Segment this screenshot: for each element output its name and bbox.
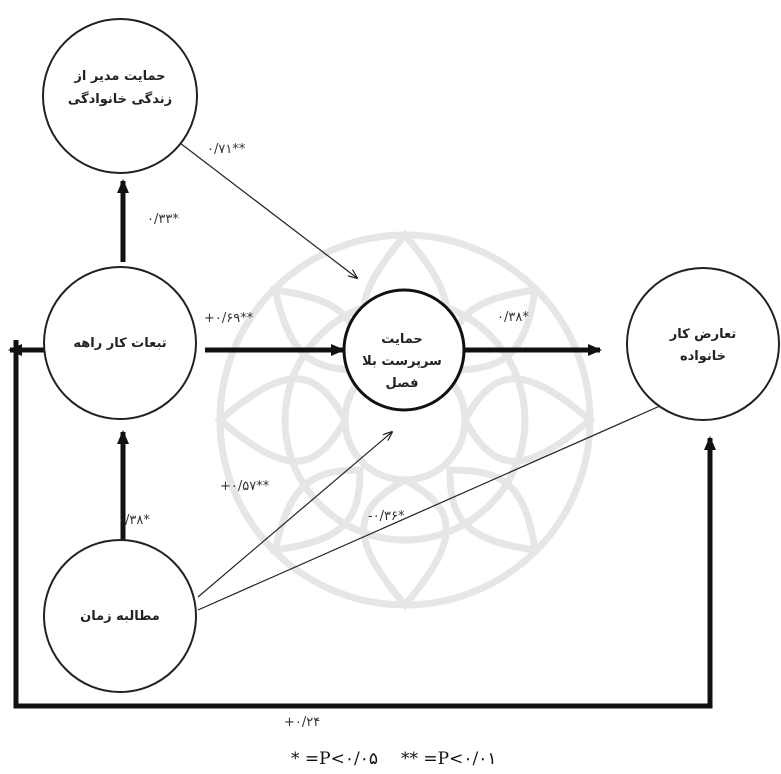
coef-supervisor-to-conflict: ۰/۳۸* — [497, 310, 529, 325]
coef-job-to-supervisor: +۰/۶۹** — [204, 311, 254, 326]
significance-legend: * =P<۰/۰۵ ** =P<۰/۰۱ — [291, 749, 496, 769]
legend-double-star: ** =P<۰/۰۱ — [401, 749, 496, 769]
coefficient-labels: ۰/۷۱** ۰/۳۳* +۰/۶۹** ۰/۳۸* ۰/۳۸* +۰/۵۷**… — [118, 142, 529, 730]
coef-job-to-manager: ۰/۳۳* — [147, 212, 179, 227]
node-time-demand: مطالبه زمان — [43, 539, 197, 693]
coef-bottom-path: +۰/۲۴ — [284, 715, 320, 730]
node-manager-support: حمایت مدیر از زندگی خانوادگی — [42, 18, 198, 174]
node-manager-support-line-1: حمایت مدیر از — [73, 69, 165, 84]
coef-time-to-conflict: -۰/۳۶* — [368, 509, 405, 524]
edge-time-to-supervisor — [197, 432, 392, 598]
node-work-family-conflict: تعارض کار خانواده — [626, 267, 780, 421]
diagram-edges — [8, 142, 716, 709]
edge-manager-to-supervisor — [179, 142, 357, 278]
node-job-consequences-label: تبعات کار راهه — [73, 336, 166, 351]
coef-time-to-supervisor: +۰/۵۷** — [220, 479, 270, 494]
coef-time-to-job: ۰/۳۸* — [118, 513, 150, 528]
edge-time-to-conflict — [197, 398, 678, 611]
node-supervisor-support-line-1: حمایت — [381, 332, 423, 347]
node-manager-support-line-2: زندگی خانوادگی — [68, 91, 172, 107]
node-time-demand-label: مطالبه زمان — [80, 609, 160, 624]
edge-bottom-loop — [13, 340, 716, 709]
coef-manager-to-supervisor: ۰/۷۱** — [207, 142, 246, 157]
node-supervisor-support-line-3: فصل — [386, 376, 419, 391]
node-job-consequences: تبعات کار راهه — [43, 266, 197, 420]
node-supervisor-support: حمایت سرپرست بلا فصل — [342, 288, 466, 412]
node-work-family-conflict-line-2: خانواده — [680, 349, 726, 364]
node-supervisor-support-line-2: سرپرست بلا — [362, 354, 442, 369]
node-work-family-conflict-line-1: تعارض کار — [669, 327, 737, 342]
legend-single-star: * =P<۰/۰۵ — [291, 749, 378, 769]
